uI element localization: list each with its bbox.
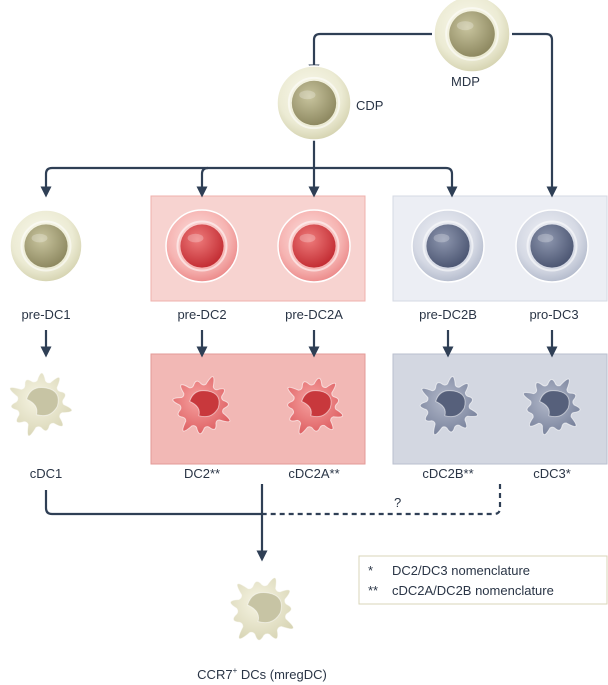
label-cdc2b: cDC2B**	[422, 466, 473, 481]
legend-symbol-2: **	[368, 583, 378, 598]
label-mdp: MDP	[451, 74, 480, 89]
connector-lines	[44, 32, 558, 562]
arrow-cdp-to-pre-dc2	[202, 166, 208, 192]
uncertain-mark: ?	[394, 495, 401, 510]
label-cdc3: cDC3*	[533, 466, 571, 481]
arrow-cdp-to-pre-dc2b	[445, 166, 458, 198]
pre-dc1-cell	[9, 209, 83, 283]
arrow-cdp-to-pre-dc1	[46, 166, 52, 192]
arrow-mdp-to-pro-dc3	[512, 32, 558, 198]
line-cdc1-to-mregdc	[44, 490, 262, 516]
cdp-cell	[276, 65, 352, 141]
cdc2a-cell	[287, 377, 344, 435]
label-cdc2a: cDC2A**	[288, 466, 339, 481]
cdc3-cell	[522, 378, 581, 436]
line-cdc3-dashed	[262, 484, 502, 516]
legend-text-1: DC2/DC3 nomenclature	[392, 563, 530, 578]
label-mregdc-suffix: DCs (mregDC)	[237, 667, 327, 682]
label-pre-dc2a: pre-DC2A	[285, 307, 343, 322]
legend-text-2: cDC2A/DC2B nomenclature	[392, 583, 554, 598]
legend: * DC2/DC3 nomenclature ** cDC2A/DC2B nom…	[358, 555, 608, 605]
pre-dc2b-cell	[411, 209, 485, 283]
pro-dc3-cell	[515, 209, 589, 283]
label-pre-dc1: pre-DC1	[21, 307, 70, 322]
pre-dc2a-cell	[277, 209, 351, 283]
dendritic-cells	[9, 372, 581, 641]
cdc1-cell	[9, 372, 73, 437]
label-dc2: DC2**	[184, 466, 220, 481]
legend-box	[358, 555, 608, 605]
label-pre-dc2: pre-DC2	[177, 307, 226, 322]
cdc2b-cell	[419, 376, 479, 436]
legend-symbol-1: *	[368, 563, 373, 578]
label-cdc1: cDC1	[30, 466, 63, 481]
label-cdp: CDP	[356, 98, 383, 113]
label-pre-dc2b: pre-DC2B	[419, 307, 477, 322]
mdp-cell	[433, 0, 511, 73]
dc2-cell	[172, 376, 231, 435]
label-mregdc-sup: +	[233, 666, 238, 675]
pre-dc2-cell	[165, 209, 239, 283]
label-mregdc-prefix: CCR7	[197, 667, 232, 682]
label-pro-dc3: pro-DC3	[529, 307, 578, 322]
arrow-mdp-to-cdp	[308, 32, 432, 76]
mregdc-cell	[229, 577, 294, 641]
round-cells	[9, 0, 589, 283]
label-mregdc: CCR7+ DCs (mregDC)	[197, 666, 327, 682]
